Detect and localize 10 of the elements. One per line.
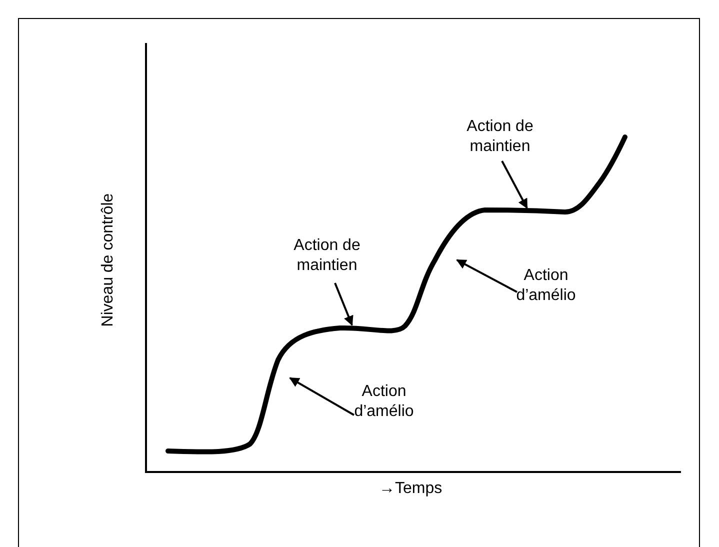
annotation-text: Action de maintien <box>272 236 382 276</box>
annotation-text: Action d’amélio <box>506 266 586 306</box>
axis-label: Niveau de contrôle <box>99 193 118 327</box>
leader-arrow <box>289 377 354 416</box>
leader-arrow <box>334 282 354 326</box>
axis-label: →Temps <box>379 480 442 498</box>
annotation-text: Action de maintien <box>445 117 555 157</box>
leader-arrow <box>456 259 518 293</box>
annotation-text: Action d’amélio <box>344 382 424 422</box>
leader-arrow <box>501 160 528 209</box>
